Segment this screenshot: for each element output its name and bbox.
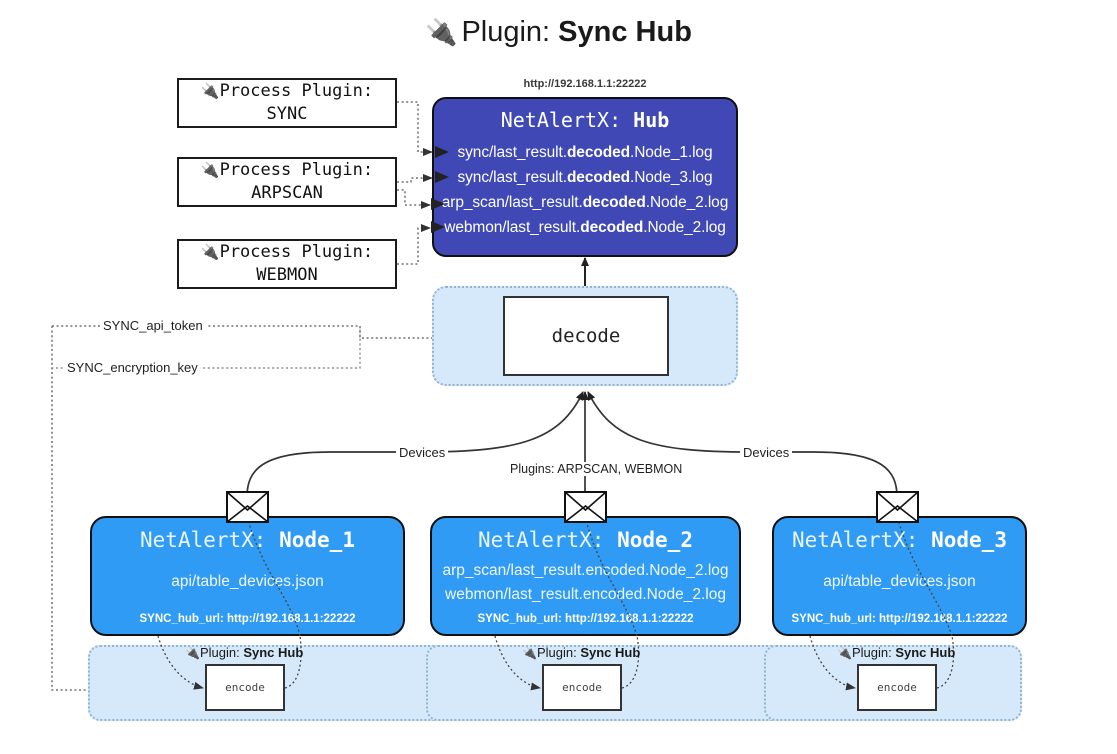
plugin-tag-node-2: 🔌Plugin: Sync Hub [522, 645, 640, 660]
edge-label-plugins-center: Plugins: ARPSCAN, WEBMON [507, 462, 686, 476]
plug-icon: 🔌 [425, 17, 458, 47]
node-line: api/table_devices.json [823, 573, 976, 590]
hub-log-line: sync/last_result.decoded.Node_1.log [434, 140, 736, 165]
node-line: api/table_devices.json [171, 573, 324, 590]
encode-box-node-3[interactable]: encode [857, 664, 937, 711]
log-pre: webmon/last_result. [444, 219, 581, 237]
plugin-tag-node-1: 🔌Plugin: Sync Hub [185, 645, 303, 660]
node-footer: SYNC_hub_url: http://192.168.1.1:22222 [791, 613, 1008, 625]
page-title: 🔌Plugin: Sync Hub [0, 16, 1117, 49]
plug-icon: 🔌 [837, 646, 852, 660]
node-title-prefix: NetAlertX: [478, 528, 605, 552]
hub-log-line: sync/last_result.decoded.Node_3.log [434, 165, 736, 190]
process-plugin-name: SYNC [266, 104, 308, 124]
node-title: NetAlertX: Node_3 [774, 528, 1025, 552]
log-post: .Node_3.log [629, 169, 713, 187]
log-mid: decoded [580, 219, 644, 237]
plugin-tag-name: Sync Hub [580, 645, 641, 660]
secret-label: SYNC_encryption_key [67, 360, 198, 375]
title-prefix: Plugin: [461, 16, 551, 48]
node-title-prefix: NetAlertX: [140, 528, 267, 552]
process-plugin-sync[interactable]: 🔌Process Plugin: SYNC [177, 78, 397, 128]
node-title-prefix: NetAlertX: [792, 528, 919, 552]
log-pre: sync/last_result. [457, 169, 568, 187]
hub-url-label: http://192.168.1.1:22222 [523, 78, 647, 90]
hub-title: NetAlertX: Hub [434, 108, 736, 132]
node-footer: SYNC_hub_url: http://192.168.1.1:22222 [139, 613, 356, 625]
plugin-tag-name: Sync Hub [895, 645, 956, 660]
plugin-tag-name: Sync Hub [243, 645, 304, 660]
process-plugin-webmon[interactable]: 🔌Process Plugin: WEBMON [177, 239, 397, 289]
log-mid: decoded [582, 194, 646, 212]
devices-label: Devices [743, 445, 790, 460]
plug-icon: 🔌 [200, 244, 220, 262]
secret-label: SYNC_api_token [103, 318, 203, 333]
secret-encryption-key: SYNC_encryption_key [64, 360, 201, 375]
encode-box-node-1[interactable]: encode [205, 664, 285, 711]
edge-label-devices-right: Devices [740, 445, 793, 460]
process-plugin-arpscan[interactable]: 🔌Process Plugin: ARPSCAN [177, 157, 397, 207]
log-pre: arp_scan/last_result. [441, 194, 583, 212]
process-plugin-label: Process Plugin: [219, 81, 374, 102]
log-mid: decoded [566, 169, 630, 187]
hub-log-lines: sync/last_result.decoded.Node_1.log sync… [434, 140, 736, 240]
plug-icon: 🔌 [522, 646, 537, 660]
encode-label: encode [877, 681, 917, 694]
plugins-label: Plugins: ARPSCAN, WEBMON [510, 462, 683, 476]
hub-node[interactable]: NetAlertX: Hub sync/last_result.decoded.… [432, 97, 738, 257]
log-post: .Node_2.log [643, 219, 726, 237]
process-plugin-label: Process Plugin: [219, 242, 374, 263]
node-title: NetAlertX: Node_2 [432, 528, 739, 552]
node-line: arp_scan/last_result.encoded.Node_2.log [442, 562, 729, 579]
hub-title-name: Hub [633, 108, 670, 132]
node-title-name: Node_1 [279, 528, 355, 552]
title-name: Sync Hub [558, 16, 692, 48]
process-plugin-name: WEBMON [256, 265, 318, 285]
node-footer: SYNC_hub_url: http://192.168.1.1:22222 [477, 613, 694, 625]
encode-box-node-2[interactable]: encode [542, 664, 622, 711]
decode-label: decode [551, 325, 621, 347]
plugin-tag-prefix: Plugin: [199, 645, 240, 660]
node-title-name: Node_2 [617, 528, 693, 552]
edge-label-devices-left: Devices [396, 445, 449, 460]
log-pre: sync/last_result. [457, 144, 568, 161]
plugin-tag-node-3: 🔌Plugin: Sync Hub [837, 645, 955, 660]
decode-box[interactable]: decode [503, 296, 669, 376]
node-title-name: Node_3 [931, 528, 1007, 552]
log-post: .Node_2.log [645, 194, 729, 212]
encode-label: encode [562, 681, 602, 694]
plug-icon: 🔌 [200, 162, 220, 180]
log-mid: decoded [566, 144, 630, 161]
devices-label: Devices [399, 445, 446, 460]
node-title: NetAlertX: Node_1 [92, 528, 403, 552]
node-line: webmon/last_result.encoded.Node_2.log [445, 586, 726, 604]
process-plugin-name: ARPSCAN [251, 183, 323, 203]
secret-api-token: SYNC_api_token [100, 318, 206, 333]
log-post: .Node_1.log [629, 144, 713, 161]
hub-log-line: webmon/last_result.decoded.Node_2.log [434, 215, 736, 240]
plugin-tag-prefix: Plugin: [536, 645, 577, 660]
plugin-tag-prefix: Plugin: [851, 645, 892, 660]
hub-log-line: arp_scan/last_result.decoded.Node_2.log [434, 190, 736, 215]
node-2[interactable]: NetAlertX: Node_2 arp_scan/last_result.e… [430, 516, 741, 636]
node-3[interactable]: NetAlertX: Node_3 api/table_devices.json… [772, 516, 1027, 636]
plug-icon: 🔌 [200, 83, 220, 101]
encode-label: encode [225, 681, 265, 694]
process-plugin-label: Process Plugin: [219, 160, 374, 181]
plug-icon: 🔌 [185, 646, 200, 660]
node-1[interactable]: NetAlertX: Node_1 api/table_devices.json… [90, 516, 405, 636]
hub-title-prefix: NetAlertX: [500, 108, 622, 132]
